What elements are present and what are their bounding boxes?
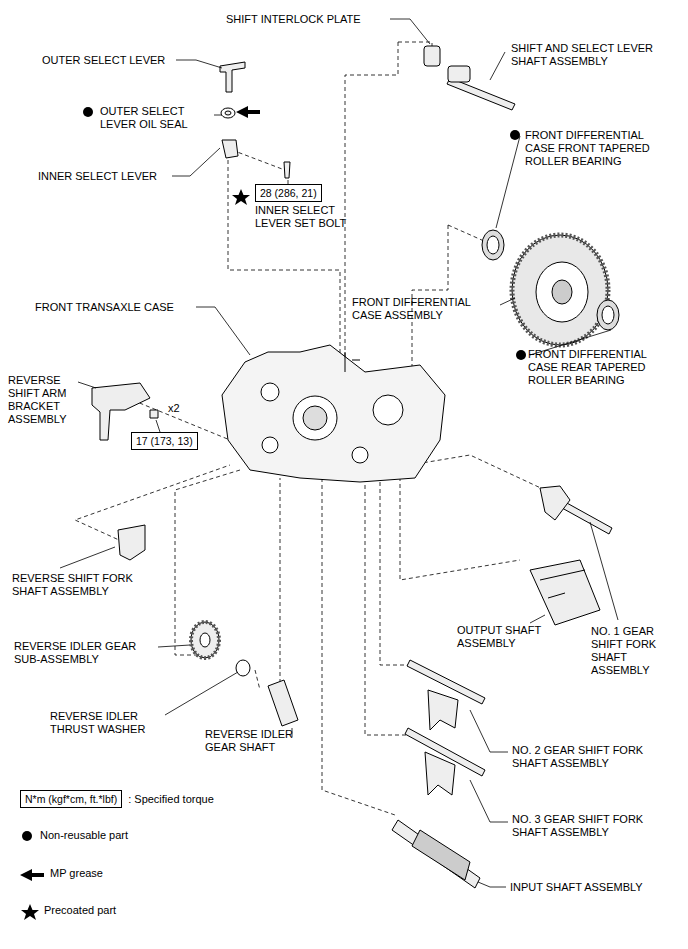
- shift-select-parts: [220, 46, 515, 178]
- part-label: FRONT DIFFERENTIAL CASE REAR TAPERED ROL…: [528, 348, 678, 387]
- part-label: FRONT DIFFERENTIAL CASE ASSEMBLY: [352, 296, 492, 322]
- torque-value: 28 (286, 21): [260, 187, 317, 199]
- part-label: REVERSE IDLER THRUST WASHER: [50, 710, 160, 736]
- part-label: SHIFT AND SELECT LEVER SHAFT ASSEMBLY: [511, 42, 671, 68]
- part-label: SHIFT INTERLOCK PLATE: [226, 13, 406, 26]
- part-label: NO. 1 GEAR SHIFT FORK SHAFT ASSEMBLY: [591, 625, 679, 677]
- assembly-guide-lines: [75, 42, 545, 815]
- torque-box: 17 (173, 13): [131, 432, 198, 450]
- torque-box: 28 (286, 21): [255, 184, 322, 202]
- part-label: REVERSE SHIFT ARM BRACKET ASSEMBLY: [8, 374, 83, 426]
- part-label: INNER SELECT LEVER: [38, 170, 198, 183]
- front-transaxle-case: [222, 345, 445, 482]
- legend-item: Precoated part: [44, 904, 116, 917]
- reverse-parts: [92, 383, 298, 726]
- part-label: NO. 3 GEAR SHIFT FORK SHAFT ASSEMBLY: [512, 813, 672, 839]
- part-label: INPUT SHAFT ASSEMBLY: [510, 881, 680, 894]
- part-label: INNER SELECT LEVER SET BOLT: [255, 204, 365, 230]
- part-label: FRONT DIFFERENTIAL CASE FRONT TAPERED RO…: [525, 129, 675, 168]
- legend-text: : Specified torque: [128, 793, 214, 805]
- part-label: OUTER SELECT LEVER: [42, 54, 202, 67]
- part-label: REVERSE IDLER GEAR SUB-ASSEMBLY: [14, 640, 154, 666]
- torque-value: N*m (kgf*cm, ft.*lbf): [25, 793, 117, 805]
- legend-item: MP grease: [50, 867, 103, 880]
- symbols: [20, 106, 526, 920]
- part-label: REVERSE IDLER GEAR SHAFT: [205, 728, 305, 754]
- part-label: x2: [168, 402, 198, 415]
- torque-value: 17 (173, 13): [136, 435, 193, 447]
- differential-parts: [482, 230, 619, 345]
- part-label: REVERSE SHIFT FORK SHAFT ASSEMBLY: [12, 572, 162, 598]
- part-label: OUTER SELECT LEVER OIL SEAL: [100, 105, 210, 131]
- legend-item: : Specified torque: [128, 793, 214, 806]
- legend-item: Non-reusable part: [40, 829, 128, 842]
- legend-torque-box: N*m (kgf*cm, ft.*lbf): [20, 790, 122, 808]
- legend-text: Precoated part: [44, 904, 116, 916]
- legend-text: MP grease: [50, 867, 103, 879]
- part-label: OUTPUT SHAFT ASSEMBLY: [457, 624, 557, 650]
- legend-text: Non-reusable part: [40, 829, 128, 841]
- part-label: NO. 2 GEAR SHIFT FORK SHAFT ASSEMBLY: [512, 744, 672, 770]
- part-label: FRONT TRANSAXLE CASE: [35, 301, 235, 314]
